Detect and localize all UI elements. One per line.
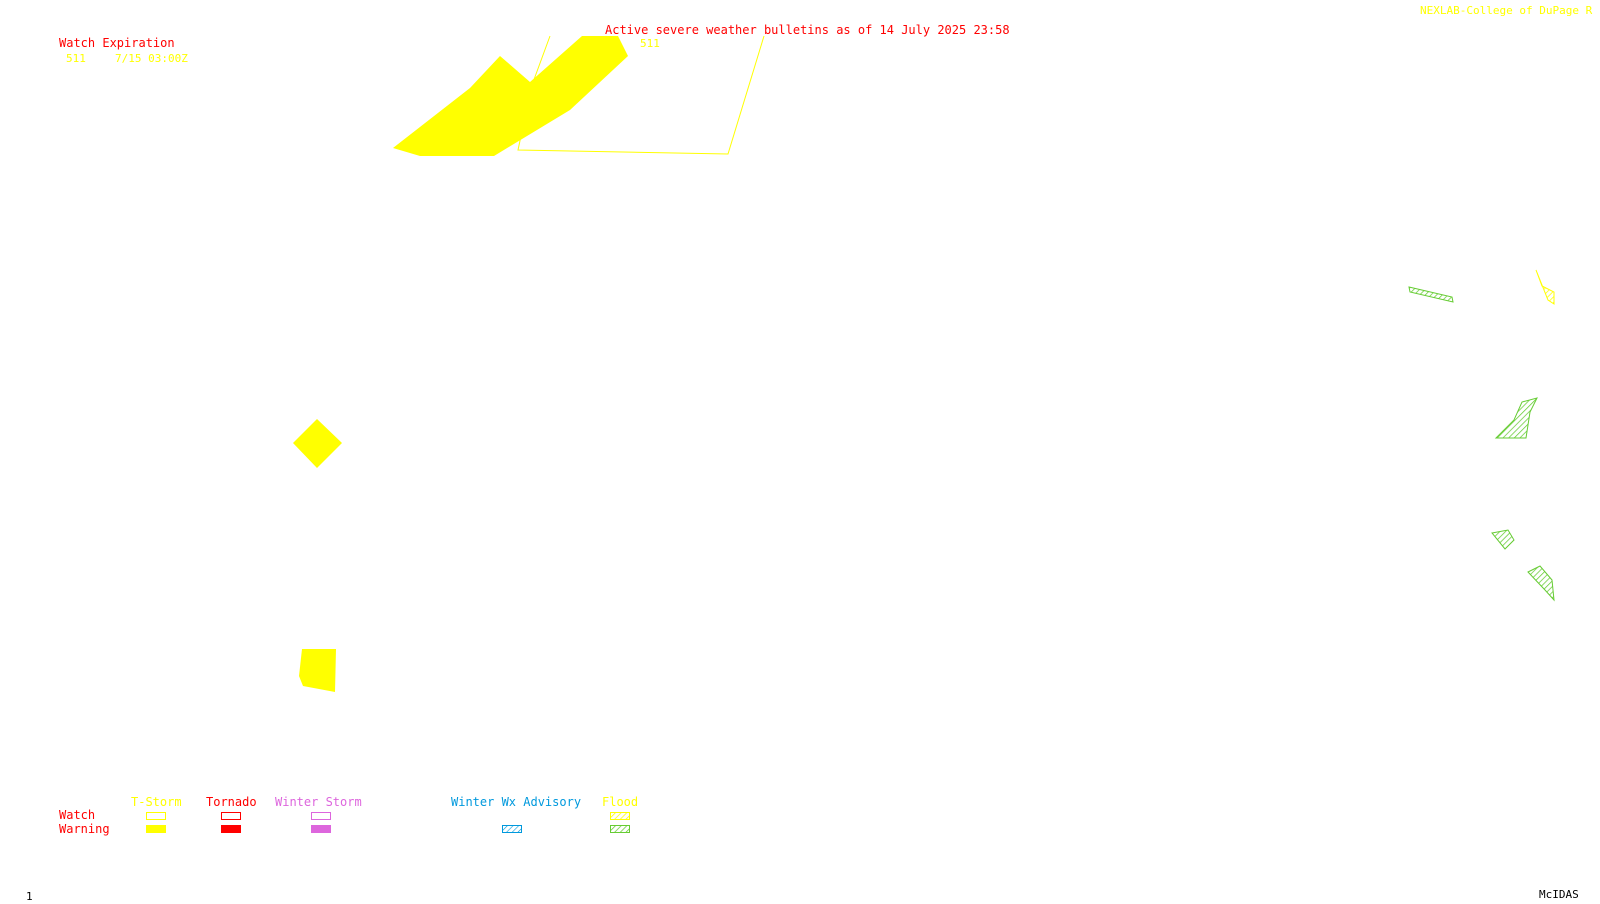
flood-watch-1 (1535, 269, 1555, 305)
legend-winter-advisory-header: Winter Wx Advisory (451, 795, 582, 809)
legend-flood-watch-swatch (610, 812, 630, 820)
legend-tstorm-header: T-Storm (131, 795, 182, 809)
flood-warning-1 (1408, 286, 1454, 303)
flood-warning-4 (1527, 565, 1555, 602)
watch-expiration-id: 511 (66, 52, 86, 65)
legend-tornado-warning-swatch (221, 825, 241, 833)
legend-winter-storm-warning-swatch (311, 825, 331, 833)
legend-watch-row-label: Watch (59, 808, 96, 822)
legend-winter-storm-watch-swatch (311, 812, 331, 820)
tstorm-warning-south (299, 649, 336, 692)
legend-winter-storm-header: Winter Storm (275, 795, 362, 809)
bulletin-title: Active severe weather bulletins as of 14… (605, 23, 1010, 37)
software-label: McIDAS (1539, 888, 1579, 901)
frame-number: 1 (26, 890, 33, 903)
legend-flood-header: Flood (602, 795, 639, 809)
legend-tornado-watch-swatch (221, 812, 241, 820)
tstorm-warning-north (393, 36, 628, 156)
legend-tstorm-warning-swatch (146, 825, 166, 833)
flood-warning-3 (1491, 529, 1515, 550)
flood-warning-2 (1494, 397, 1538, 439)
tstorm-warning-diamond (293, 419, 342, 468)
watch-511-label: 511 (640, 37, 660, 50)
watch-511-outline (517, 35, 765, 155)
legend-flood-warning-swatch (610, 825, 630, 833)
legend-tstorm-watch-swatch (146, 812, 166, 820)
legend-winter-advisory-swatch (502, 825, 522, 833)
legend-warning-row-label: Warning (59, 822, 110, 836)
legend-tornado-header: Tornado (206, 795, 257, 809)
credit-label: NEXLAB-College of DuPage R (1420, 4, 1593, 17)
watch-expiration-label: Watch Expiration (59, 36, 175, 50)
watch-expiration-time: 7/15 03:00Z (115, 52, 188, 65)
